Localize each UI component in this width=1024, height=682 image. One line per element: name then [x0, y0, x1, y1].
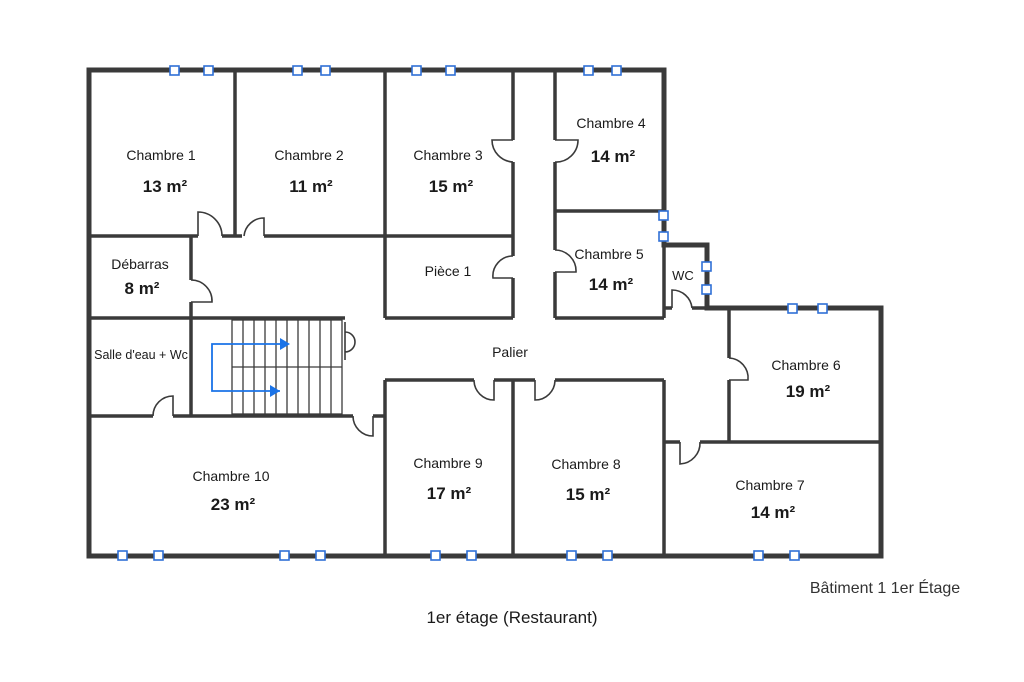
room-label-chambre-7: Chambre 7 — [735, 477, 804, 493]
room-area-chambre-9: 17 m² — [427, 484, 472, 503]
stair-arrow-right-icon — [270, 385, 280, 397]
room-area-chambre-1: 13 m² — [143, 177, 188, 196]
room-label-chambre-5: Chambre 5 — [574, 246, 643, 262]
room-label-debarras: Débarras — [111, 256, 169, 272]
room-label-chambre-9: Chambre 9 — [413, 455, 482, 471]
room-label-palier: Palier — [492, 344, 528, 360]
room-area-chambre-4: 14 m² — [591, 147, 636, 166]
room-area-debarras: 8 m² — [125, 279, 160, 298]
room-area-chambre-7: 14 m² — [751, 503, 796, 522]
floor-caption: 1er étage (Restaurant) — [426, 608, 598, 627]
room-label-chambre-6: Chambre 6 — [771, 357, 840, 373]
room-area-chambre-5: 14 m² — [589, 275, 634, 294]
room-label-chambre-8: Chambre 8 — [551, 456, 620, 472]
stair-arrow-up-icon — [280, 338, 290, 350]
room-labels: Chambre 1 13 m² Chambre 2 11 m² Chambre … — [94, 115, 841, 522]
room-area-chambre-10: 23 m² — [211, 495, 256, 514]
room-area-chambre-6: 19 m² — [786, 382, 831, 401]
windows — [117, 65, 828, 561]
building-caption: Bâtiment 1 1er Étage — [809, 580, 961, 597]
room-label-wc: WC — [672, 268, 694, 283]
room-label-chambre-10: Chambre 10 — [192, 468, 269, 484]
interior-walls — [89, 70, 881, 556]
room-label-chambre-4: Chambre 4 — [576, 115, 645, 131]
room-area-chambre-2: 11 m² — [289, 177, 333, 196]
room-label-chambre-3: Chambre 3 — [413, 147, 482, 163]
room-label-chambre-2: Chambre 2 — [274, 147, 343, 163]
room-area-chambre-8: 15 m² — [566, 485, 611, 504]
staircase — [211, 319, 343, 415]
room-area-chambre-3: 15 m² — [429, 177, 474, 196]
doors — [152, 139, 749, 465]
room-label-piece-1: Pièce 1 — [425, 263, 472, 279]
room-label-salle-d-eau: Salle d'eau + Wc — [94, 348, 188, 362]
room-label-chambre-1: Chambre 1 — [126, 147, 195, 163]
